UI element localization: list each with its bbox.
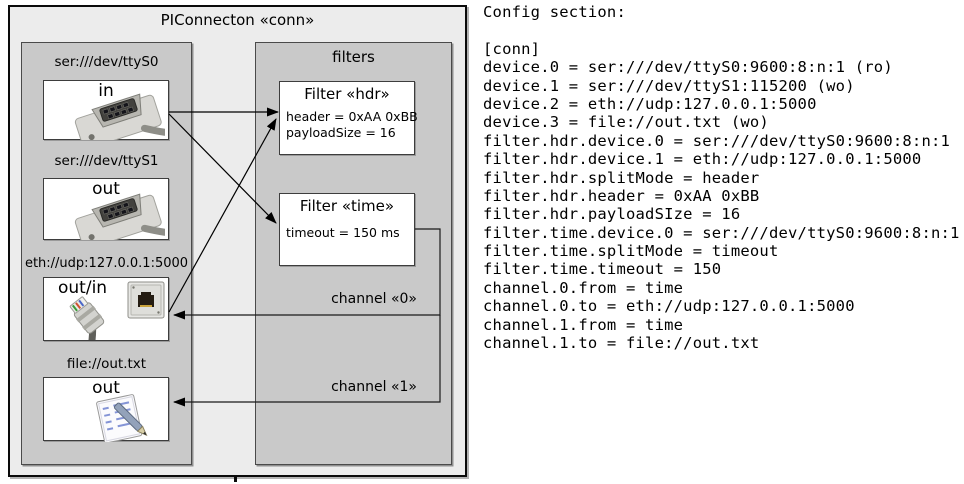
config-line: device.0 = ser:///dev/ttyS0:9600:8:n:1 (… [483,58,893,77]
channel-0-label: channel «0» [331,291,417,307]
filter-title: Filter «hdr» [304,85,390,103]
ethernet-icon [69,281,165,340]
config-line: device.1 = ser:///dev/ttyS1:115200 (wo) [483,76,855,95]
serial-connector-icon [74,93,165,140]
filter-hdr-box: Filter «hdr» header = 0xAA 0xBB payloadS… [279,81,418,155]
device-url-label: eth://udp:127.0.0.1:5000 [24,256,189,271]
port-direction-label: out [92,179,120,199]
port-direction-label: out/in [58,278,108,298]
config-line: channel.0.to = eth://udp:127.0.0.1:5000 [483,297,855,316]
filters-group-title: filters [332,48,375,66]
serial-connector-icon [74,193,165,240]
config-line: filter.time.splitMode = timeout [483,242,779,261]
config-heading: Config section: [483,3,626,21]
filter-attribute: payloadSize = 16 [286,125,396,140]
config-panel: Config section: [conn] device.0 = ser://… [483,3,961,352]
device-box-ttyS0: in [43,80,169,140]
notepad-icon [96,394,148,442]
filter-attribute: header = 0xAA 0xBB [286,109,418,124]
diagram-title: PIConnecton «conn» [160,11,315,29]
device-url-label: ser:///dev/ttyS1 [54,153,159,169]
connection-diagram-panel: PIConnecton «conn» ser:///dev/ttyS0 in [8,5,467,477]
config-line: filter.hdr.device.0 = ser:///dev/ttyS0:9… [483,131,951,150]
device-box-eth: out/in [43,277,169,341]
port-direction-label: in [98,81,114,101]
filter-time-box: Filter «time» timeout = 150 ms [279,193,415,266]
device-box-ttyS1: out [43,178,169,240]
channel-1-label: channel «1» [331,379,417,395]
config-line: filter.time.timeout = 150 [483,260,722,279]
config-line: channel.1.to = file://out.txt [483,334,760,353]
config-line: filter.time.device.0 = ser:///dev/ttyS0:… [483,223,960,242]
diagram-anchor-tick [234,475,237,482]
config-line: device.2 = eth://udp:127.0.0.1:5000 [483,94,817,113]
config-line: channel.0.from = time [483,278,684,297]
filters-group: filters Filter «hdr» header = 0xAA 0xBB … [255,42,452,465]
config-line: filter.hdr.device.1 = eth://udp:127.0.0.… [483,150,922,169]
device-url-label: ser:///dev/ttyS0 [54,54,159,70]
config-line: filter.hdr.header = 0xAA 0xBB [483,186,760,205]
devices-group: ser:///dev/ttyS0 in [21,42,192,465]
config-line: [conn] [483,39,541,58]
config-line: filter.hdr.payloadSIze = 16 [483,205,741,224]
config-line: channel.1.from = time [483,315,684,334]
filter-title: Filter «time» [299,197,395,215]
port-direction-label: out [92,378,120,398]
filter-attribute: timeout = 150 ms [286,225,400,240]
device-box-file: out [43,377,169,442]
config-line: device.3 = file://out.txt (wo) [483,113,769,132]
config-line: filter.hdr.splitMode = header [483,168,760,187]
device-url-label: file://out.txt [66,356,147,372]
